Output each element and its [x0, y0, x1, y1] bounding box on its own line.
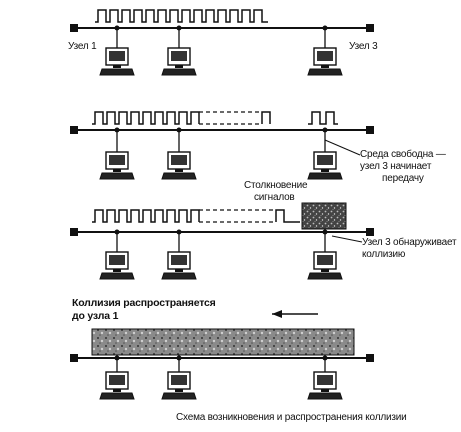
bus-terminator: [366, 228, 374, 236]
node-1-label: Узел 1: [68, 41, 97, 52]
bus-terminator: [70, 126, 78, 134]
panel-1: [70, 9, 374, 76]
panel-3: [70, 202, 374, 280]
panel-2: [70, 111, 374, 180]
bus-terminator: [366, 24, 374, 32]
computer-icon: [99, 371, 135, 400]
computer-icon: [161, 371, 197, 400]
computer-icon: [161, 251, 197, 280]
medium-free-label-1: Среда свободна —: [360, 149, 446, 160]
computer-icon: [307, 47, 343, 76]
node-3-label: Узел 3: [349, 41, 378, 52]
signal-waveform: [95, 9, 268, 23]
bus-terminator: [70, 24, 78, 32]
signal-waveform: [308, 111, 338, 125]
computer-icon: [307, 251, 343, 280]
computer-icon: [99, 151, 135, 180]
propagates-label-2: до узла 1: [72, 310, 119, 322]
computer-icon: [99, 47, 135, 76]
collision-label-2: сигналов: [254, 192, 295, 203]
propagates-label-1: Коллизия распространяется: [72, 297, 216, 309]
detects-label-1: Узел 3 обнаруживает: [362, 237, 457, 248]
computer-icon: [99, 251, 135, 280]
detects-label-2: коллизию: [362, 249, 406, 260]
computer-icon: [161, 151, 197, 180]
bus-terminator: [70, 228, 78, 236]
collision-noise: [301, 202, 347, 230]
computer-icon: [307, 371, 343, 400]
collision-noise: [91, 328, 355, 356]
medium-free-label-3: передачу: [382, 173, 424, 184]
collision-label-1: Столкновение: [244, 180, 308, 191]
panel-4: [70, 310, 374, 400]
diagram-caption: Схема возникновения и распространения ко…: [176, 412, 407, 423]
bus-terminator: [366, 126, 374, 134]
computer-icon: [307, 151, 343, 180]
signal-waveform: [92, 111, 200, 125]
bus-terminator: [70, 354, 78, 362]
medium-free-label-2: узел 3 начинает: [360, 161, 432, 172]
computer-icon: [161, 47, 197, 76]
signal-waveform: [92, 209, 200, 223]
bus-terminator: [366, 354, 374, 362]
